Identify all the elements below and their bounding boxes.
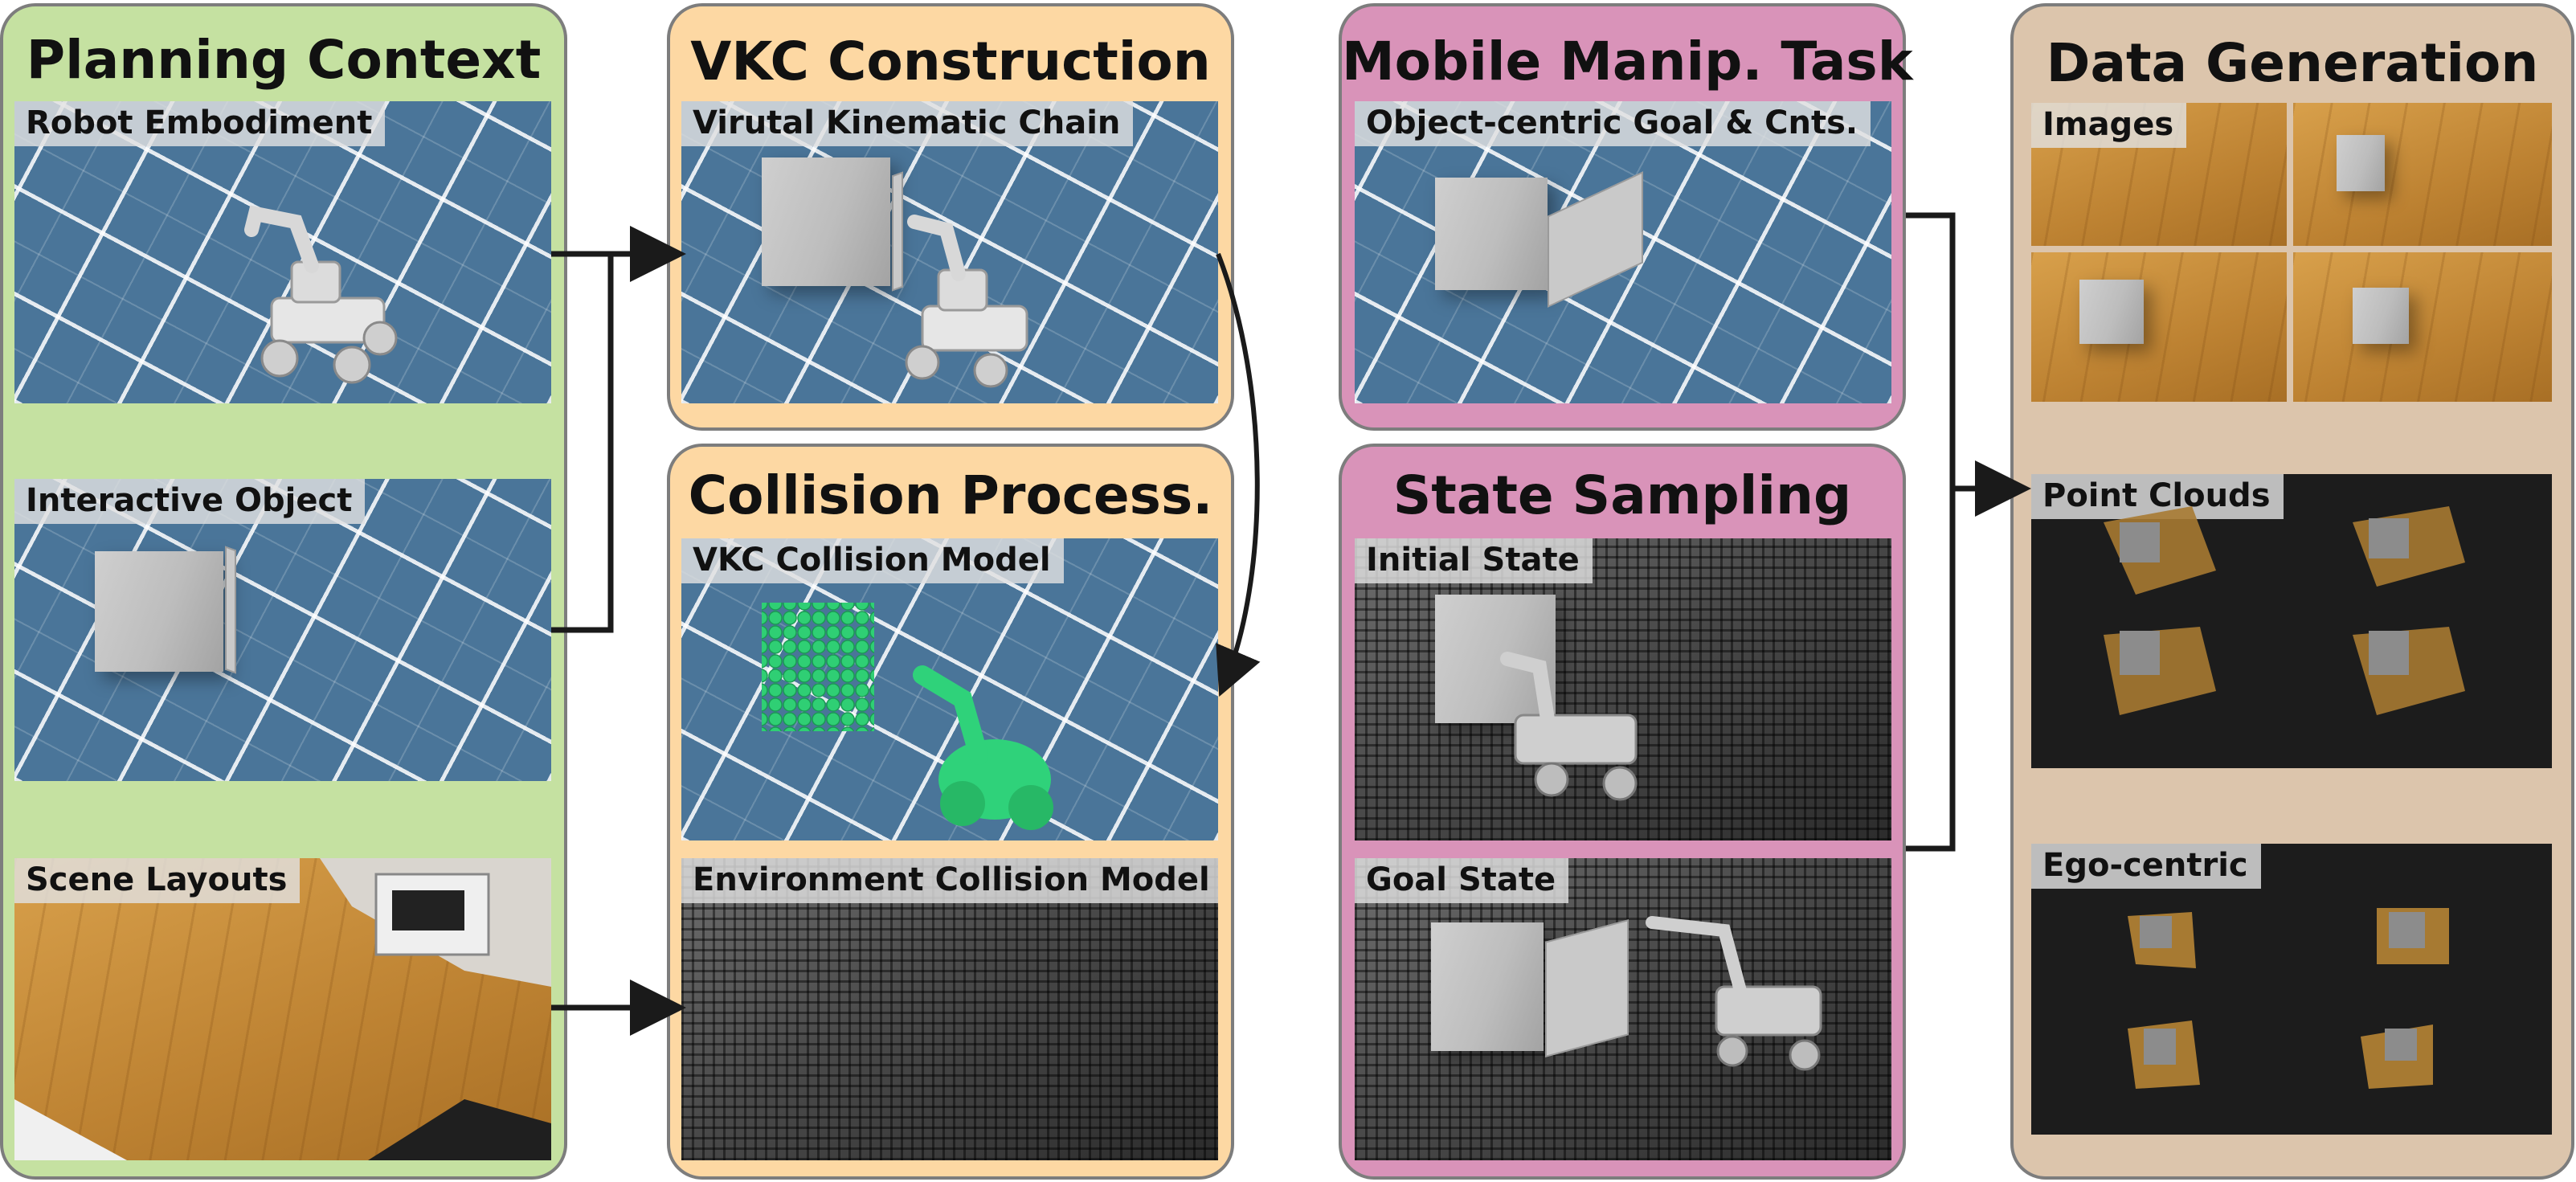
interactive-object-image: Interactive Object	[14, 479, 551, 781]
virtual-kinematic-chain-label: Virutal Kinematic Chain	[681, 101, 1134, 146]
goal-state-label: Goal State	[1355, 858, 1569, 903]
kitchen-icon	[14, 858, 551, 1160]
images-label: Images	[2031, 103, 2187, 148]
robot-icon	[1500, 652, 1638, 801]
vkc-collision-model-label: VKC Collision Model	[681, 538, 1064, 583]
vkc-collision-model-image: VKC Collision Model	[681, 538, 1218, 840]
robot-embodiment-image: Robot Embodiment	[14, 101, 551, 403]
task-to-data-bracket	[1906, 212, 1956, 852]
vkc-construction-title: VKC Construction	[690, 31, 1211, 92]
point-cloud-icon	[2104, 506, 2465, 715]
goal-state-image: Goal State	[1355, 858, 1891, 1160]
initial-state-label: Initial State	[1355, 538, 1593, 583]
point-clouds-label: Point Clouds	[2031, 474, 2284, 519]
robot-icon	[244, 205, 398, 384]
initial-state-image: Initial State	[1355, 538, 1891, 840]
environment-collision-model-label: Environment Collision Model	[681, 858, 1218, 903]
sphere-collision-icon	[762, 603, 1053, 830]
robot-icon	[905, 215, 1028, 388]
ego-centric-label: Ego-centric	[2031, 844, 2261, 889]
environment-collision-model-image: Environment Collision Model	[681, 858, 1218, 1160]
robot-embodiment-label: Robot Embodiment	[14, 101, 386, 146]
mobile-manip-task-title: Mobile Manip. Task	[1342, 31, 1913, 92]
ego-centric-cloud-icon	[2128, 908, 2449, 1089]
object-centric-goal-image: Object-centric Goal & Cnts.	[1355, 101, 1891, 403]
object-centric-goal-label: Object-centric Goal & Cnts.	[1355, 101, 1871, 146]
collision-process-title: Collision Process.	[688, 464, 1213, 526]
scene-layouts-image: Scene Layouts	[14, 858, 551, 1160]
planning-context-title: Planning Context	[26, 29, 542, 91]
interactive-object-label: Interactive Object	[14, 479, 366, 524]
data-generation-title: Data Generation	[2046, 32, 2539, 94]
virtual-kinematic-chain-image: Virutal Kinematic Chain	[681, 101, 1218, 403]
point-clouds-image: Point Clouds	[2031, 474, 2552, 768]
ego-centric-image: Ego-centric	[2031, 844, 2552, 1135]
scene-layouts-label: Scene Layouts	[14, 858, 301, 903]
state-sampling-title: State Sampling	[1392, 464, 1852, 526]
robot-icon	[1646, 916, 1822, 1071]
images-grid: Images	[2031, 103, 2552, 402]
